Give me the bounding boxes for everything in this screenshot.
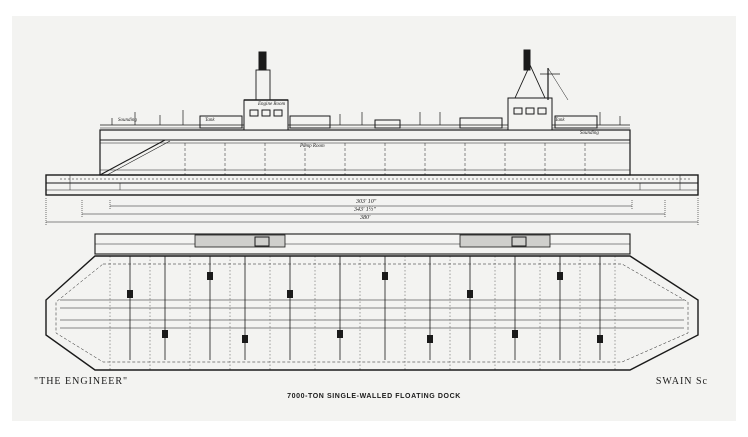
dimension-inner: 303' 10" bbox=[356, 199, 377, 205]
label-tank-left: Tank bbox=[205, 118, 215, 123]
dimension-lines bbox=[45, 198, 699, 226]
label-sounding-right: Sounding bbox=[580, 131, 599, 136]
dimension-middle: 343' 1½" bbox=[354, 207, 376, 213]
elevation-view bbox=[45, 49, 699, 196]
label-engine-room: Engine Room bbox=[258, 102, 286, 107]
engraver-caption: SWAIN Sc bbox=[655, 376, 708, 387]
dimension-overall: 380' bbox=[360, 215, 371, 221]
figure-title: 7000-TON SINGLE-WALLED FLOATING DOCK bbox=[287, 393, 461, 400]
label-sounding-left: Sounding bbox=[118, 118, 137, 123]
drawing-sheet bbox=[12, 16, 736, 421]
label-pump-room: Pump Room bbox=[300, 144, 325, 149]
publication-caption: "THE ENGINEER" bbox=[34, 376, 129, 387]
label-tank-right: Tank bbox=[555, 118, 565, 123]
plan-view bbox=[45, 233, 699, 371]
